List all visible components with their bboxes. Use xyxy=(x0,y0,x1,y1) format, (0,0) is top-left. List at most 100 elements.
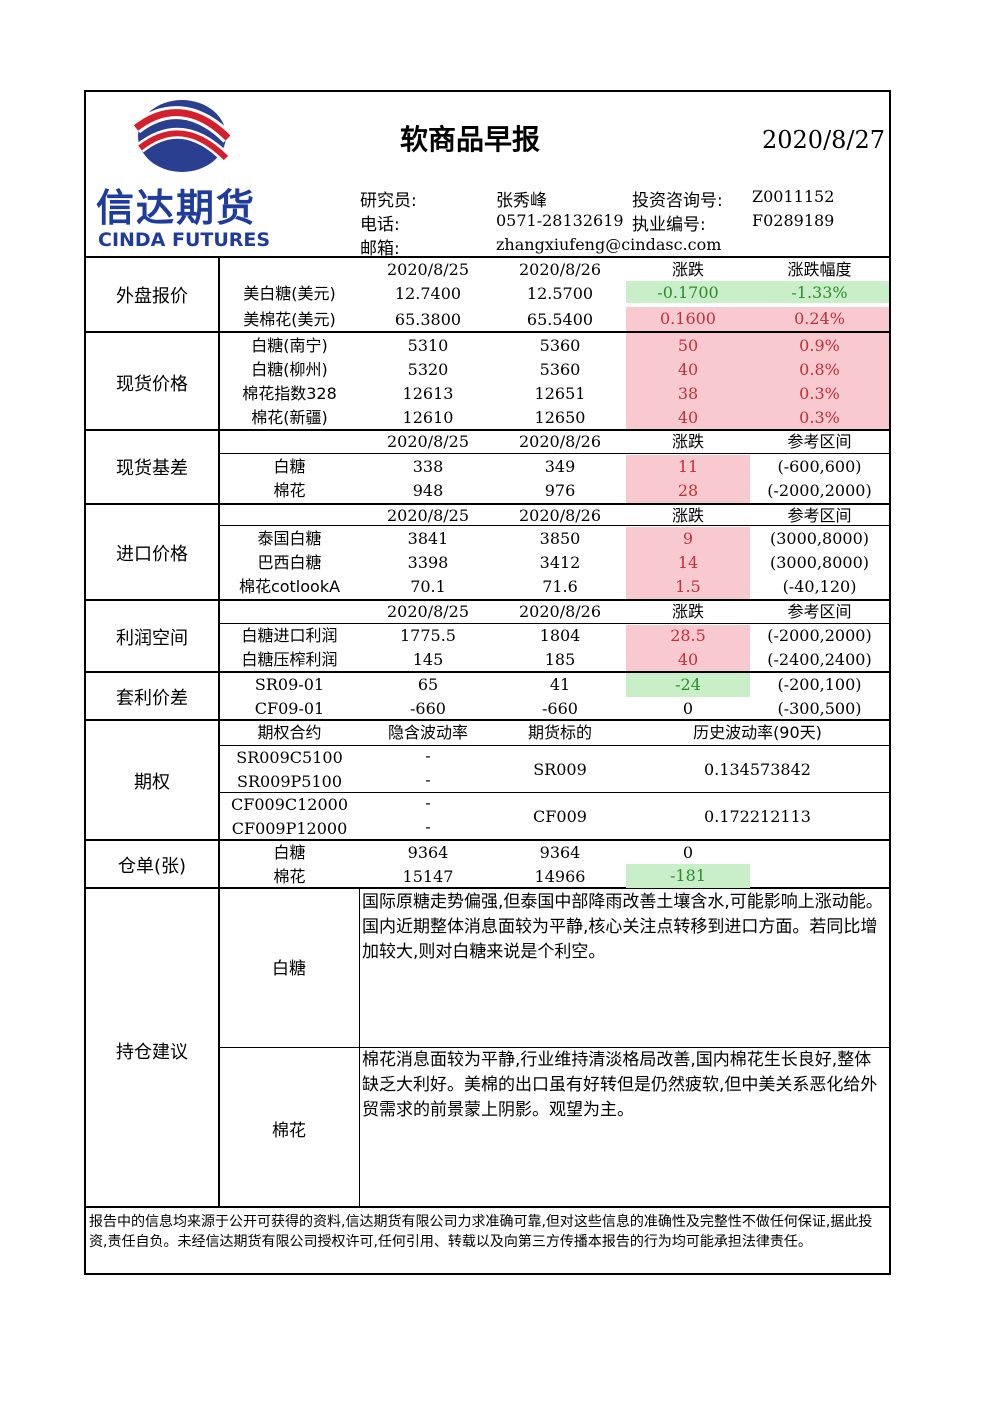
license-label: 执业编号: xyxy=(632,215,706,235)
report-page: 信达期货 CINDA FUTURES 软商品早报 2020/8/27 研究员: … xyxy=(84,90,891,1275)
row-value: 12.5700 xyxy=(526,284,594,303)
column-header: 隐含波动率 xyxy=(387,723,468,742)
row-name: 白糖 xyxy=(273,457,306,476)
column-header: 期货标的 xyxy=(527,723,592,742)
row-value: 12651 xyxy=(534,384,586,403)
consult-number: Z0011152 xyxy=(752,187,835,206)
email-address[interactable]: zhangxiufeng@cindasc.com xyxy=(496,235,722,254)
row-value: 9364 xyxy=(539,843,581,862)
page-title: 软商品早报 xyxy=(400,123,541,156)
range-cell: (3000,8000) xyxy=(769,553,869,572)
consult-label: 投资咨询号: xyxy=(632,191,723,211)
column-header: 期权合约 xyxy=(257,723,322,742)
section-title-warehouse: 仓单(张) xyxy=(117,856,187,877)
row-name: 美白糖(美元) xyxy=(243,284,336,303)
change-pct-cell: 0.24% xyxy=(750,307,889,331)
column-header: 涨跌 xyxy=(671,260,704,279)
brand-name-cn: 信达期货 xyxy=(96,186,257,230)
section-title-spot: 现货价格 xyxy=(116,374,188,395)
column-header: 参考区间 xyxy=(787,432,852,451)
column-header: 涨跌 xyxy=(671,602,704,621)
implied-vol: - xyxy=(425,746,431,765)
section-title-basis: 现货基差 xyxy=(116,458,188,479)
change-pct-cell: 0.3% xyxy=(799,384,840,403)
row-value: 71.6 xyxy=(542,577,578,596)
row-value: 3412 xyxy=(539,553,581,572)
change-cell: 40 xyxy=(677,650,699,669)
historical-vol: 0.172212113 xyxy=(704,807,811,826)
row-value: 9364 xyxy=(407,843,449,862)
phone-number: 0571-28132619 xyxy=(496,211,624,230)
row-value: -660 xyxy=(410,699,446,718)
advice-name-cotton: 棉花 xyxy=(272,1121,306,1141)
column-header: 涨跌 xyxy=(671,506,704,525)
brand-name-en: CINDA FUTURES xyxy=(98,229,271,251)
row-value: 12610 xyxy=(402,408,454,427)
row-value: 14966 xyxy=(534,867,586,886)
profit-change-highlight xyxy=(626,625,750,671)
option-contract: CF009C12000 xyxy=(230,795,349,814)
row-value: 5360 xyxy=(539,360,581,379)
row-value: 185 xyxy=(544,650,576,669)
column-header: 2020/8/26 xyxy=(518,260,602,279)
row-value: 41 xyxy=(549,675,571,694)
column-header: 2020/8/25 xyxy=(386,602,470,621)
row-name: 白糖(柳州) xyxy=(251,360,328,379)
row-value: 338 xyxy=(412,457,444,476)
row-value: 5360 xyxy=(539,336,581,355)
column-header: 2020/8/25 xyxy=(386,260,470,279)
range-cell: (3000,8000) xyxy=(769,529,869,548)
phone-label: 电话: xyxy=(360,215,400,235)
row-value: 3841 xyxy=(407,529,449,548)
advice-text-sugar: 国际原糖走势偏强,但泰国中部降雨改善土壤含水,可能影响上涨动能。国内近期整体消息… xyxy=(362,892,883,962)
change-cell: 38 xyxy=(677,384,699,403)
section-title-spread: 套利价差 xyxy=(116,688,188,709)
change-pct-cell: -1.33% xyxy=(750,281,889,303)
row-value: 3850 xyxy=(539,529,581,548)
range-cell: (-300,500) xyxy=(777,699,862,718)
change-cell: 28 xyxy=(677,481,699,500)
option-contract: SR009C5100 xyxy=(236,748,343,767)
row-name: 棉花(新疆) xyxy=(251,408,328,427)
row-value: 15147 xyxy=(402,867,454,886)
row-value: -660 xyxy=(542,699,578,718)
column-header: 参考区间 xyxy=(787,506,852,525)
researcher-name: 张秀峰 xyxy=(496,191,547,211)
row-name: 白糖(南宁) xyxy=(251,336,328,355)
cinda-logo-icon xyxy=(134,100,230,172)
row-value: 3398 xyxy=(407,553,449,572)
implied-vol: - xyxy=(425,793,431,812)
row-name: 白糖进口利润 xyxy=(241,626,338,645)
row-name: 棉花指数328 xyxy=(242,384,337,403)
implied-vol: - xyxy=(425,817,431,836)
row-value: 65.5400 xyxy=(526,310,594,329)
row-value: 1775.5 xyxy=(400,626,456,645)
row-value: 349 xyxy=(544,457,576,476)
column-header: 参考区间 xyxy=(787,602,852,621)
row-name: 泰国白糖 xyxy=(257,529,322,548)
change-cell: 9 xyxy=(682,529,694,548)
change-cell: 0.1600 xyxy=(626,307,750,331)
email-label: 邮箱: xyxy=(360,239,400,259)
row-value: 948 xyxy=(412,481,444,500)
column-header: 历史波动率(90天) xyxy=(693,723,822,742)
futures-underlying: SR009 xyxy=(533,760,587,779)
implied-vol: - xyxy=(425,770,431,789)
section-title-import: 进口价格 xyxy=(116,544,188,565)
change-cell: -0.1700 xyxy=(626,281,750,303)
row-value: 12.7400 xyxy=(394,284,462,303)
column-header: 2020/8/26 xyxy=(518,602,602,621)
historical-vol: 0.134573842 xyxy=(704,760,811,779)
change-pct-cell: 0.9% xyxy=(799,336,840,355)
advice-text-cotton: 棉花消息面较为平静,行业维持清淡格局改善,国内棉花生长良好,整体缺乏大利好。美棉… xyxy=(362,1050,878,1120)
column-header: 2020/8/26 xyxy=(518,432,602,451)
change-cell: -181 xyxy=(626,864,750,888)
spot-change-highlight xyxy=(626,333,889,429)
row-name: 棉花 xyxy=(273,481,306,500)
license-number: F0289189 xyxy=(752,211,835,230)
option-contract: CF009P12000 xyxy=(231,819,348,838)
option-contract: SR009P5100 xyxy=(236,772,343,791)
change-cell: 40 xyxy=(677,408,699,427)
change-cell: 11 xyxy=(677,457,699,476)
row-name: SR09-01 xyxy=(254,675,325,694)
